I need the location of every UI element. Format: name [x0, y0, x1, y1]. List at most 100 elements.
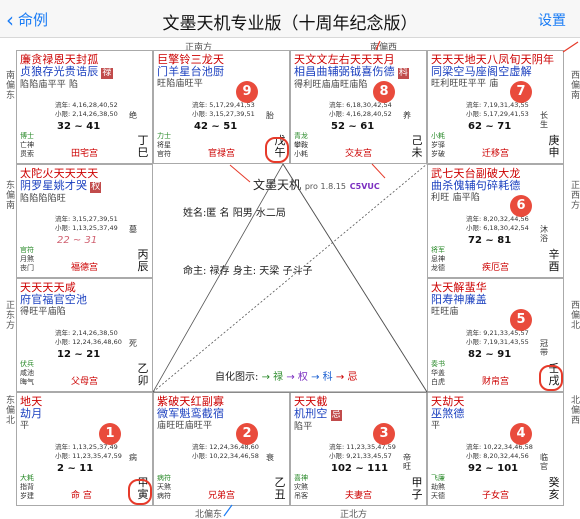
navigation-bar: ‹ 命例 文墨天机专业版（十周年纪念版） 设置 — [0, 0, 580, 38]
legend-ji: → 忌 — [335, 372, 358, 383]
back-button[interactable]: ‹ 命例 — [6, 9, 48, 30]
direction-left-mid1: 东偏南 — [4, 180, 14, 210]
flow-years: 流年: 10,22,34,46,58 小限: 8,20,32,44,56 — [466, 443, 533, 461]
minor-star-3: 天德 — [431, 492, 445, 500]
star-row-2: 贞狼存光贵诰辰禄 — [20, 66, 113, 79]
direction-bottom-center: 正北方 — [340, 510, 368, 519]
palace-cell[interactable]: 廉贪禄恩天封孤 贞狼存光贵诰辰禄 陷陷庙平平 陷 流年: 4,16,28,40,… — [16, 50, 153, 164]
brightness-row: 利旺 庙平陷 — [431, 193, 481, 203]
minor-star-2: 劫煞 — [431, 483, 445, 491]
changsheng-label: 胎 — [266, 111, 274, 120]
changsheng-label: 死 — [129, 339, 137, 348]
palace-cell[interactable]: 天天天天咸 府官福官空池 得旺平庙陷 流年: 2,14,26,38,50 小限:… — [16, 278, 153, 392]
direction-left-mid2: 正东方 — [4, 300, 14, 330]
legend: 自化图示: → 禄 → 权 → 科 → 忌 — [215, 368, 357, 383]
minor-star-2: 亡神 — [20, 141, 34, 149]
xiaoxian-line: 小限: 7,19,31,43,55 — [466, 338, 529, 346]
ganzhi-label: 癸亥 — [548, 476, 560, 501]
direction-right-top: 西偏南 — [569, 70, 579, 100]
minor-star-2: 灾煞 — [294, 483, 308, 491]
brightness-row: 旺陷庙旺平 — [157, 79, 204, 89]
palace-cell[interactable]: 武七天台副破大龙 曲杀傀辅句碎耗德 利旺 庙平陷 流年: 8,20,32,44,… — [427, 164, 564, 278]
minor-stars: 喜神 灾煞 吊客 — [294, 474, 308, 501]
star-row-2: 阴罗星姚才哭权 — [20, 180, 102, 193]
palace-cell[interactable]: 太天解蜚华 阳寿神廉盖 旺旺庙 流年: 9,21,33,45,57 小限: 7,… — [427, 278, 564, 392]
palace-cell[interactable]: 天文文左右天天天月 相昌曲辅弼钺喜伤德科 得利旺庙庙旺庙陷 流年: 6,18,3… — [290, 50, 427, 164]
minor-star-2: 攀鞍 — [294, 141, 308, 149]
order-marker: 9 — [236, 81, 258, 103]
changsheng-label: 墓 — [129, 225, 137, 234]
xiaoxian-line: 小限: 10,22,34,46,58 — [192, 452, 259, 460]
ganzhi-label: 乙丑 — [274, 476, 286, 501]
star-list: 太天解蜚华 阳寿神廉盖 旺旺庙 — [431, 282, 487, 318]
star-list: 紫破天红副寡 微军魁鸾截宿 庙旺旺庙旺平 — [157, 396, 224, 432]
palace-cell[interactable]: 天天截 机刑空忌 陷平 流年: 11,23,35,47,59 小限: 9,21,… — [290, 392, 427, 506]
age-range: 22 ~ 31 — [57, 235, 98, 246]
star-row-1: 地天 — [20, 395, 43, 408]
age-range: 52 ~ 61 — [331, 121, 375, 132]
star-row-2-text: 府官福官空池 — [20, 293, 88, 306]
palace-name: 交友宫 — [345, 149, 373, 159]
order-marker: 3 — [373, 423, 395, 445]
brightness-row: 庙旺旺庙旺平 — [157, 421, 213, 431]
minor-star-3: 官符 — [157, 150, 171, 158]
direction-right-mid2: 西偏北 — [569, 300, 579, 330]
version-label: pro 1.8.15 — [304, 182, 346, 191]
liunian-line: 流年: 8,20,32,44,56 — [466, 215, 529, 223]
palace-name: 迁移宫 — [482, 149, 510, 159]
minor-star-1: 伏兵 — [20, 360, 34, 368]
minor-star-3: 贯索 — [20, 150, 34, 158]
xiaoxian-line: 小限: 8,20,32,44,56 — [466, 452, 529, 460]
minor-star-3: 丧门 — [20, 264, 34, 272]
xiaoxian-line: 小限: 9,21,33,45,57 — [329, 452, 392, 460]
star-list: 武七天台副破大龙 曲杀傀辅句碎耗德 利旺 庙平陷 — [431, 168, 521, 204]
palace-cell[interactable]: 天劫天 巫煞德 平 流年: 10,22,34,46,58 小限: 8,20,32… — [427, 392, 564, 506]
direction-left-bottom: 东偏北 — [4, 395, 14, 425]
order-marker: 8 — [373, 81, 395, 103]
minor-star-3: 岁破 — [431, 150, 445, 158]
star-list: 廉贪禄恩天封孤 贞狼存光贵诰辰禄 陷陷庙平平 陷 — [20, 54, 113, 90]
star-list: 天天天地天八凤旬天阴年 同梁空马座阁空虚解 旺利旺旺平平 庙 — [431, 54, 554, 90]
sihua-badge: 禄 — [101, 68, 113, 79]
legend-lu: → 禄 — [261, 372, 284, 383]
sihua-badge: 权 — [90, 182, 102, 193]
palace-cell[interactable]: 紫破天红副寡 微军魁鸾截宿 庙旺旺庙旺平 流年: 12,24,36,48,60 … — [153, 392, 290, 506]
xiaoxian-line: 小限: 2,14,26,38,50 — [55, 110, 118, 118]
star-list: 巨擎铃三龙天 门羊星台池厨 旺陷庙旺平 — [157, 53, 225, 90]
brightness-row: 旺旺庙 — [431, 307, 459, 317]
minor-stars: 病符 天煞 病符 — [157, 474, 171, 501]
brightness-row: 得旺平庙陷 — [20, 307, 67, 317]
palace-cell[interactable]: 天天天地天八凤旬天阴年 同梁空马座阁空虚解 旺利旺旺平平 庙 流年: 7,19,… — [427, 50, 564, 164]
star-row-1: 天天截 — [294, 395, 328, 408]
liunian-line: 流年: 10,22,34,46,58 — [466, 443, 533, 451]
flow-years: 流年: 2,14,26,38,50 小限: 12,24,36,48,60 — [55, 329, 122, 347]
star-row-2: 劫月 — [20, 408, 42, 420]
legend-quan: → 权 — [286, 372, 308, 383]
order-marker: 4 — [510, 423, 532, 445]
code-label: C5VUC — [349, 182, 380, 191]
ming-line: 命主: 禄存 身主: 天梁 子斗子 — [183, 266, 313, 277]
palace-cell[interactable]: 太陀火天天天天 阴罗星姚才哭权 陷陷陷陷旺 流年: 3,15,27,39,51 … — [16, 164, 153, 278]
age-range: 72 ~ 81 — [468, 235, 512, 246]
highlight-ring — [128, 479, 152, 505]
changsheng-label: 帝旺 — [403, 453, 411, 471]
minor-star-1: 大耗 — [20, 474, 34, 482]
settings-button[interactable]: 设置 — [538, 13, 566, 29]
palace-name: 命 宫 — [71, 491, 92, 501]
flow-years: 流年: 4,16,28,40,52 小限: 2,14,26,38,50 — [55, 101, 118, 119]
palace-cell[interactable]: 地天 劫月 平 流年: 1,13,25,37,49 小限: 11,23,35,4… — [16, 392, 153, 506]
liunian-line: 流年: 11,23,35,47,59 — [329, 443, 396, 451]
brightness-row: 陷陷庙平平 陷 — [20, 80, 79, 90]
flow-years: 流年: 12,24,36,48,60 小限: 10,22,34,46,58 — [192, 443, 259, 461]
palace-cell[interactable]: 巨擎铃三龙天 门羊星台池厨 旺陷庙旺平 流年: 5,17,29,41,53 小限… — [153, 50, 290, 164]
star-row-2-text: 贞狼存光贵诰辰 — [20, 65, 99, 78]
star-row-1: 巨擎铃三龙天 — [157, 53, 225, 66]
minor-star-1: 小耗 — [431, 132, 445, 140]
minor-star-3: 白虎 — [431, 378, 445, 386]
name-line: 姓名:匿 名 阳男 水二局 — [183, 208, 286, 219]
age-range: 92 ~ 101 — [468, 463, 519, 474]
minor-star-1: 将军 — [431, 246, 445, 254]
star-row-2: 机刑空忌 — [294, 408, 342, 421]
age-range: 42 ~ 51 — [194, 121, 238, 132]
ganzhi-label: 甲子 — [411, 476, 423, 501]
